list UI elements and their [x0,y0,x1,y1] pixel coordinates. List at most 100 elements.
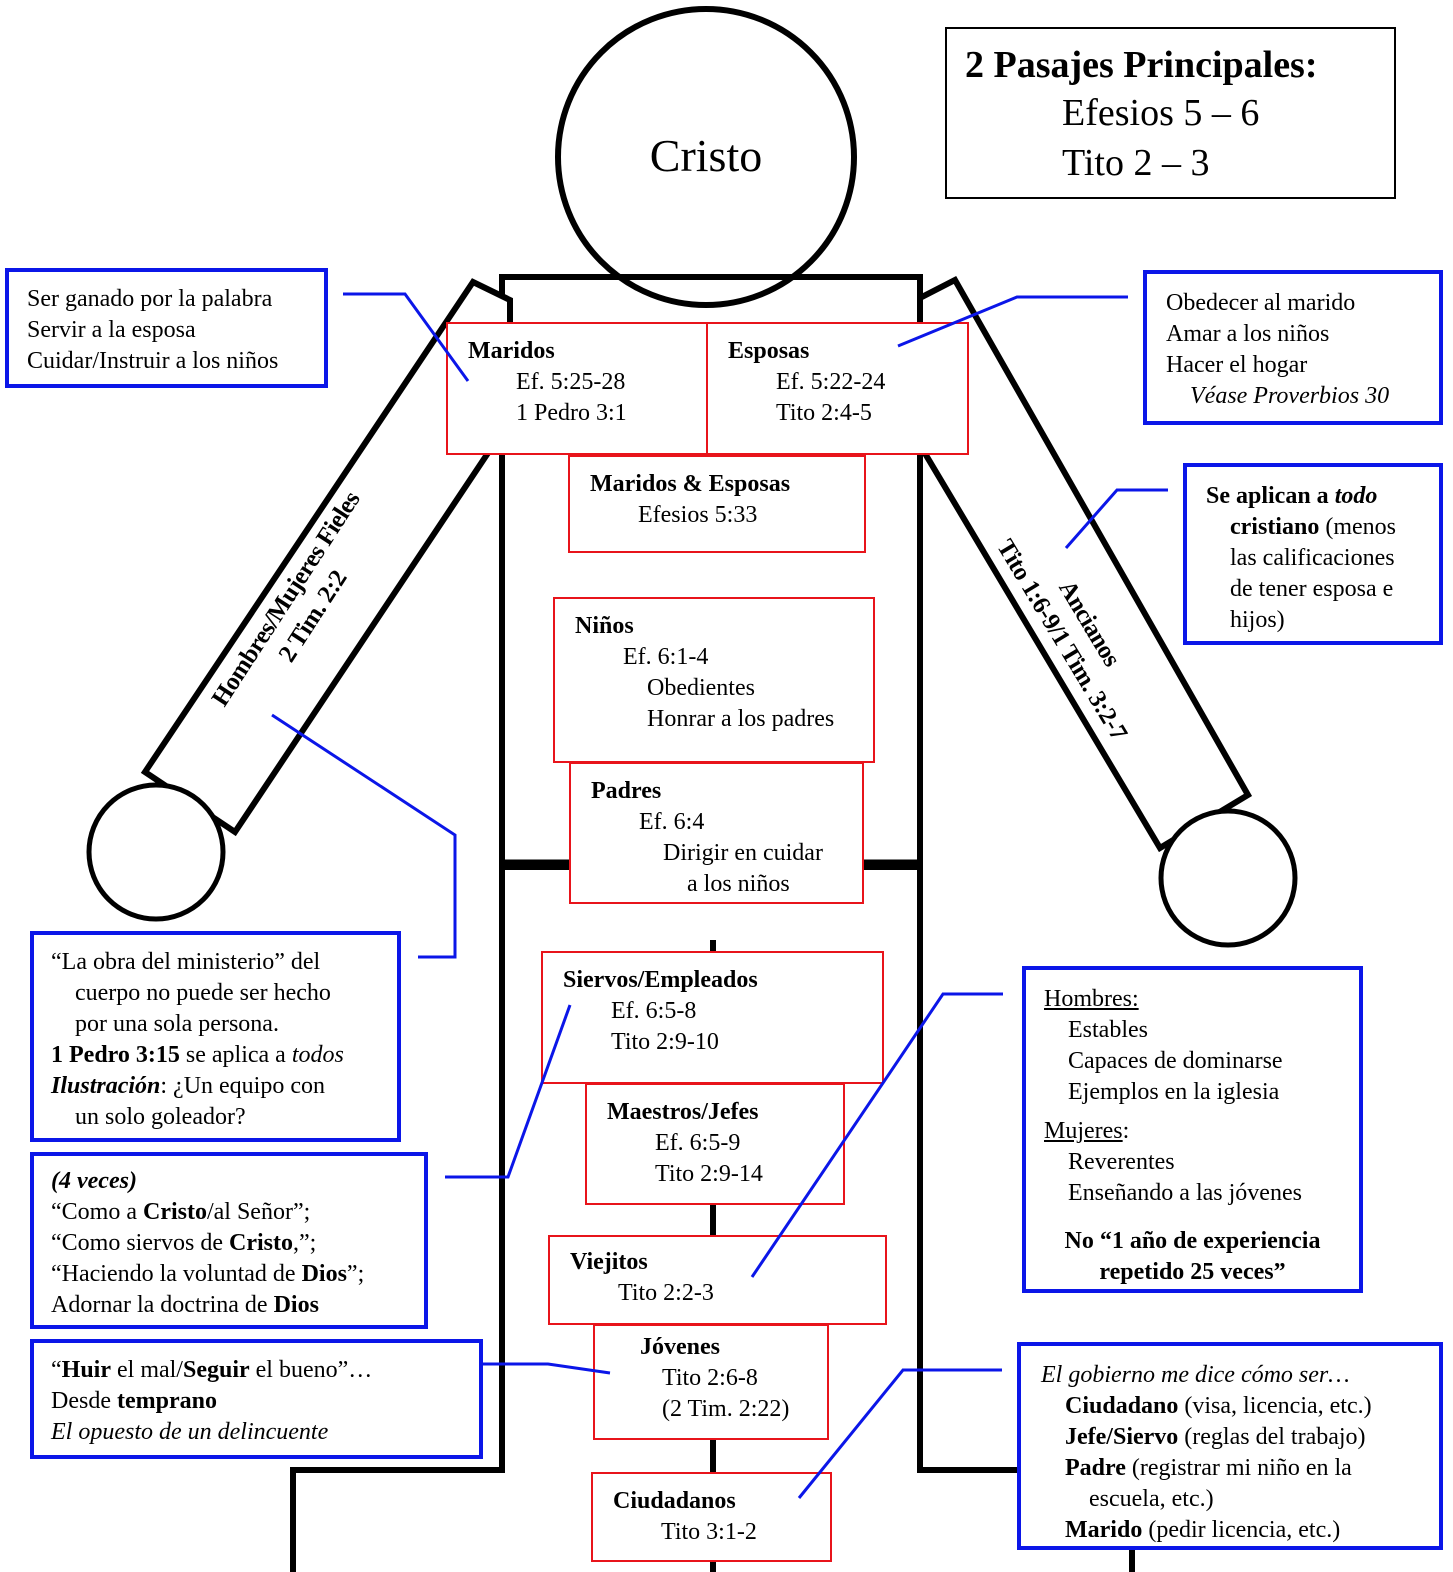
siervos-note-box: (4 veces) “Como a Cristo/al Señor”; “Com… [30,1152,428,1329]
main-passages-title: 2 Pasajes Principales: [965,44,1318,86]
left-arm [140,278,513,837]
ministerio-note-line1: “La obra del ministerio” del [51,949,321,975]
siervos-note-l5b: Dios [273,1292,319,1318]
viejitos-ref1: Tito 2:2-3 [618,1280,714,1306]
gobierno-note-marido: Marido [1065,1517,1143,1543]
maestros-box: Maestros/Jefes Ef. 6:5-9 Tito 2:9-14 [585,1083,845,1205]
head-circle [555,6,857,308]
maridos-note-line2: Servir a la esposa [27,317,196,343]
siervos-note-line1: (4 veces) [51,1168,137,1194]
viejitos-note-mujeres: Mujeres [1044,1118,1123,1144]
esposas-note-box: Obedecer al marido Amar a los niños Hace… [1143,270,1443,425]
gobierno-note-l3r: (reglas del trabajo) [1178,1424,1366,1450]
gobierno-note-l6r: (pedir licencia, etc.) [1142,1517,1341,1543]
ninos-ref2: Obedientes [647,675,755,701]
padres-ref3: a los niños [687,871,790,897]
main-passages-box: 2 Pasajes Principales: Efesios 5 – 6 Tit… [945,27,1396,199]
ministerio-note-todos: todos [291,1042,344,1068]
jovenes-note-line3: El opuesto de un delincuente [51,1419,329,1445]
viejitos-note-h2: Capaces de dominarse [1068,1048,1283,1074]
ninos-ref1: Ef. 6:1-4 [623,644,709,670]
siervos-note-line3: “Como siervos de Cristo,”; [51,1228,316,1259]
viejitos-note-box: Hombres: Estables Capaces de dominarse E… [1022,966,1363,1293]
ninos-box: Niños Ef. 6:1-4 Obedientes Honrar a los … [553,597,875,763]
ciudadanos-title: Ciudadanos [613,1488,736,1514]
siervos-note-l4b: Dios [301,1261,347,1287]
maridos-ref1: Ef. 5:25-28 [516,369,626,395]
siervos-note-line4: “Haciendo la voluntad de Dios”; [51,1259,364,1290]
esposas-note-line1: Obedecer al marido [1166,290,1356,316]
siervos-note-line2: “Como a Cristo/al Señor”; [51,1197,310,1228]
siervos-ref1: Ef. 6:5-8 [611,998,697,1024]
maridos-ref2: 1 Pedro 3:1 [516,400,627,426]
maridos-title: Maridos [468,338,555,364]
esposas-note-line2: Amar a los niños [1166,321,1330,347]
siervos-title: Siervos/Empleados [563,967,758,993]
siervos-note-l2c: /al Señor”; [206,1199,311,1225]
padres-ref1: Ef. 6:4 [639,809,705,835]
ancianos-note-cristiano: cristiano [1230,514,1320,540]
ministerio-note-ilustracion: Ilustración [51,1073,161,1099]
gobierno-note-l2r: (visa, licencia, etc.) [1178,1393,1372,1419]
siervos-note-l2b: Cristo [142,1199,207,1225]
ministerio-note-box: “La obra del ministerio” del cuerpo no p… [30,931,401,1142]
jovenes-note-desde: Desde [51,1388,117,1414]
ciudadanos-box: Ciudadanos Tito 3:1-2 [591,1472,832,1562]
maridos-esposas-ref1: Efesios 5:33 [638,502,758,528]
viejitos-note-footer1: No “1 año de experiencia [1064,1228,1321,1254]
jovenes-ref2: (2 Tim. 2:22) [662,1396,790,1422]
ministerio-note-line6: un solo goleador? [75,1104,246,1130]
ninos-title: Niños [575,613,634,639]
siervos-box: Siervos/Empleados Ef. 6:5-8 Tito 2:9-10 [541,951,884,1084]
maestros-ref1: Ef. 6:5-9 [655,1130,741,1156]
padres-box: Padres Ef. 6:4 Dirigir en cuidar a los n… [569,762,864,904]
maridos-esposas-box: Maridos & Esposas Efesios 5:33 [568,455,866,553]
ministerio-note-line3: por una sola persona. [75,1011,279,1037]
ancianos-note-box: Se aplican a todo cristiano (menos las c… [1183,463,1443,645]
maestros-title: Maestros/Jefes [607,1099,759,1125]
siervos-ref2: Tito 2:9-10 [611,1029,719,1055]
viejitos-note-mujeres-line: Mujeres: [1044,1116,1129,1147]
viejitos-note-m2: Enseñando a las jóvenes [1068,1180,1302,1206]
ancianos-note-line3: las calificaciones [1230,545,1395,571]
right-arm [917,276,1253,853]
gobierno-note-box: El gobierno me dice cómo ser… Ciudadano … [1017,1342,1443,1550]
jovenes-note-box: “Huir el mal/Seguir el bueno”… Desde tem… [30,1339,483,1459]
maestros-ref2: Tito 2:9-14 [655,1161,763,1187]
gobierno-note-padre: Padre [1065,1455,1126,1481]
jovenes-note-l1e: el bueno”… [249,1357,373,1383]
maridos-box: Maridos Ef. 5:25-28 1 Pedro 3:1 [446,322,708,455]
viejitos-note-mujeres-colon: : [1122,1118,1130,1144]
viejitos-note-m1: Reverentes [1068,1149,1175,1175]
siervos-note-l4a: “Haciendo la voluntad de [51,1261,302,1287]
ancianos-note-p1: Se aplican a [1206,483,1335,509]
siervos-note-l3b: Cristo [228,1230,293,1256]
jovenes-box: Jóvenes Tito 2:6-8 (2 Tim. 2:22) [593,1324,829,1440]
ministerio-note-aplica: se aplica a [179,1042,292,1068]
padres-ref2: Dirigir en cuidar [663,840,823,866]
ancianos-note-line4: de tener esposa e [1230,576,1394,602]
viejitos-note-hombres: Hombres: [1044,986,1139,1012]
ministerio-note-pedro: 1 Pedro 3:15 [51,1042,180,1068]
jovenes-ref1: Tito 2:6-8 [662,1365,758,1391]
siervos-note-l2a: “Como a [51,1199,143,1225]
maridos-note-box: Ser ganado por la palabra Servir a la es… [5,268,328,388]
ministerio-note-equipo: : ¿Un equipo con [160,1073,325,1099]
maridos-esposas-title: Maridos & Esposas [590,471,791,497]
ciudadanos-ref1: Tito 3:1-2 [661,1519,757,1545]
ancianos-note-menos: (menos [1319,514,1396,540]
esposas-ref2: Tito 2:4-5 [776,400,872,426]
jovenes-note-huir: Huir [61,1357,111,1383]
esposas-title: Esposas [728,338,810,364]
ministerio-note-line5: Ilustración: ¿Un equipo con [51,1071,325,1102]
padres-title: Padres [591,778,662,804]
esposas-note-line3: Hacer el hogar [1166,352,1308,378]
viejitos-note-h1: Estables [1068,1017,1148,1043]
jovenes-note-line1: “Huir el mal/Seguir el bueno”… [51,1355,372,1386]
siervos-note-line5: Adornar la doctrina de Dios [51,1290,319,1321]
gobierno-note-line5: escuela, etc.) [1089,1486,1214,1512]
right-hand [1158,808,1298,948]
ministerio-note-line4: 1 Pedro 3:15 se aplica a todos [51,1040,344,1071]
siervos-note-l4c: ”; [346,1261,365,1287]
jovenes-note-l1a: “ [51,1357,62,1383]
